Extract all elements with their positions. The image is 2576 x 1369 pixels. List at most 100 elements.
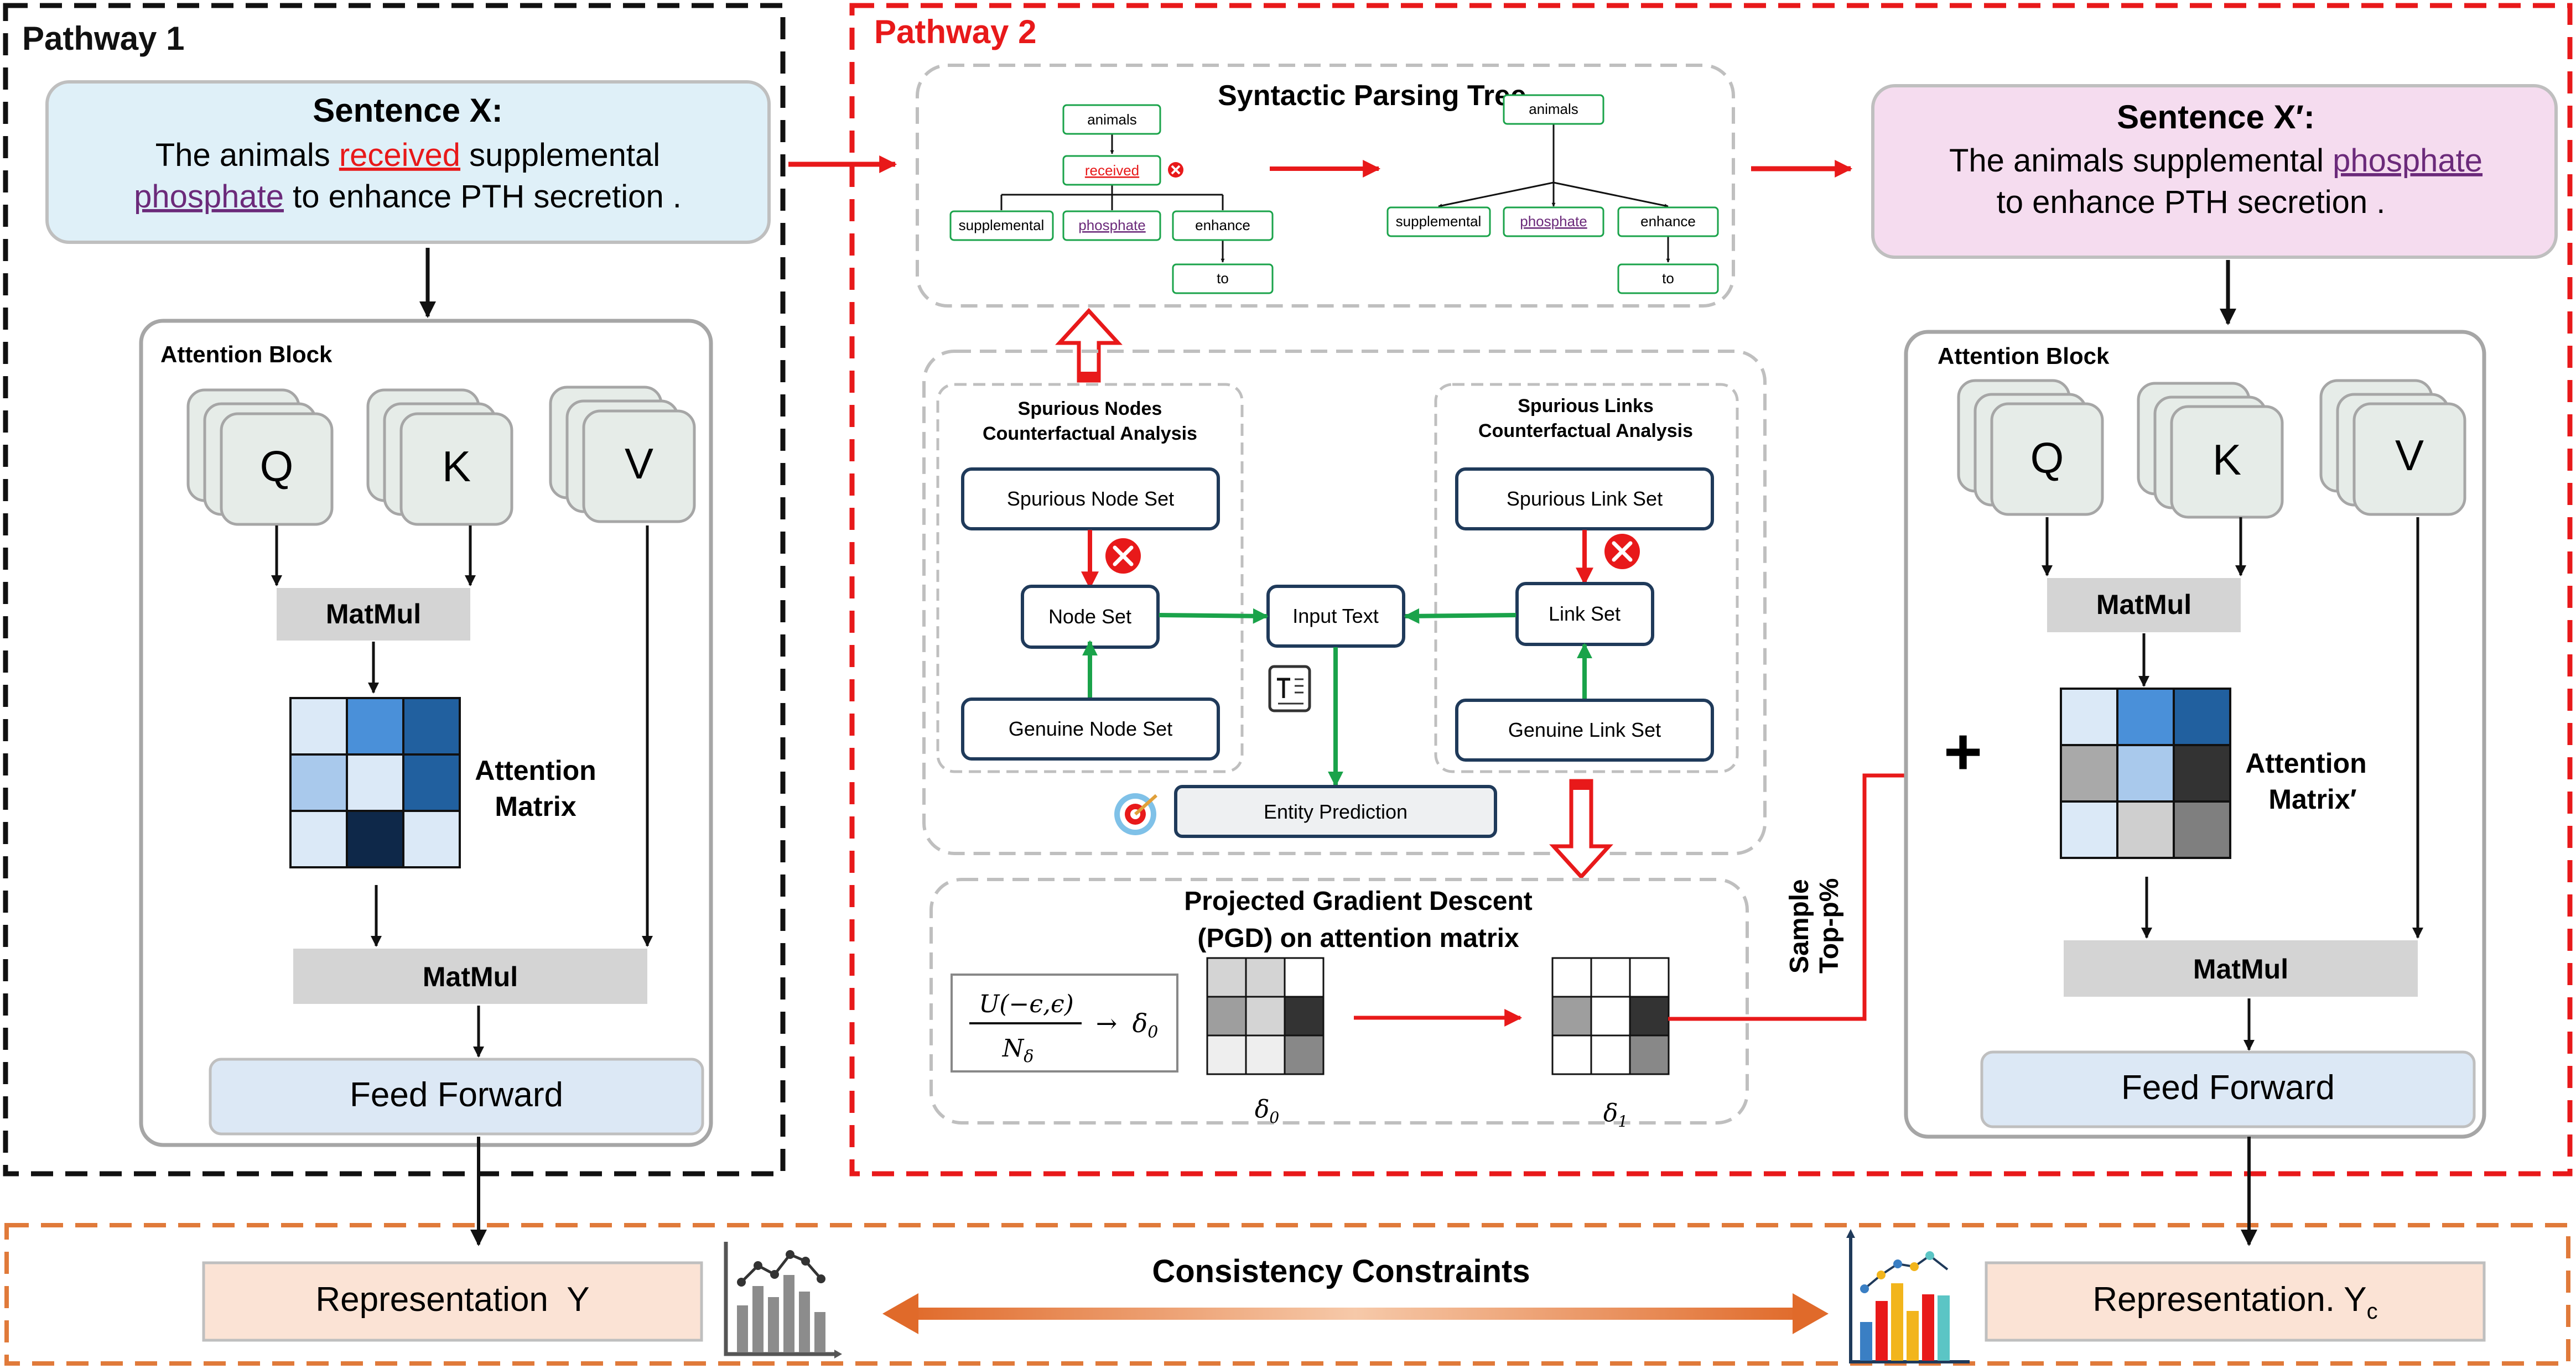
bottom-frame — [4, 1223, 2570, 1366]
delta1grid-cell — [1590, 996, 1631, 1037]
attention-matrix-2-label-1: Attention — [2245, 748, 2366, 779]
q-stack-2: Q — [1957, 379, 2104, 516]
hollow-arrow-up — [1055, 308, 1123, 383]
remove-icon-node — [1105, 538, 1141, 574]
tree-right-node-to — [1617, 263, 1719, 294]
spurious-node-set-box — [961, 467, 1220, 530]
matrix1-cell — [402, 697, 461, 756]
tree-title: Syntactic Parsing Tree — [1218, 80, 1526, 112]
sentence-xprime-title: Sentence X′: — [2117, 98, 2315, 136]
matrix2-cell — [2116, 800, 2175, 859]
svg-text:Spurious Node Set: Spurious Node Set — [1007, 487, 1174, 510]
delta1grid-cell — [1551, 957, 1592, 998]
delta0grid-cell — [1245, 996, 1286, 1037]
tree-right-node-enhance — [1617, 206, 1719, 237]
svg-text:K: K — [2213, 435, 2241, 484]
v-stack-1: V — [549, 386, 696, 523]
matrix2-cell — [2060, 800, 2118, 859]
svg-text:phosphate: phosphate — [1520, 213, 1587, 230]
delta0grid-cell — [1284, 1034, 1325, 1075]
sentence-xprime-line1: The animals supplemental phosphate — [1949, 143, 2482, 179]
double-arrow — [882, 1293, 1829, 1334]
svg-text:V: V — [2395, 431, 2424, 480]
attention-matrix-1-label-1: Attention — [475, 755, 596, 786]
svg-text:Genuine Link Set: Genuine Link Set — [1508, 719, 1661, 741]
attention-block-2-title: Attention Block — [1938, 343, 2110, 369]
delta1grid-cell — [1551, 996, 1592, 1037]
formula-arrow: → — [1096, 1008, 1118, 1038]
tree-left-node-supplemental — [949, 210, 1054, 241]
hollow-arrow-down-bar — [1571, 781, 1591, 790]
svg-text:Entity Prediction: Entity Prediction — [1264, 800, 1408, 823]
spurious-links-title-1: Spurious Links — [1518, 395, 1654, 417]
delta1grid-cell — [1629, 1034, 1670, 1075]
formula-denominator: Nδ — [1002, 1034, 1034, 1066]
representation-yc-label: Representation. Yc — [2092, 1280, 2377, 1324]
matmul-1-box — [277, 588, 470, 641]
matrix1-cell — [346, 810, 404, 868]
matrix2-cell — [2116, 744, 2175, 803]
matmul-3-box — [2047, 578, 2241, 632]
delta1grid-cell — [1590, 1034, 1631, 1075]
received-node-label: received — [1085, 162, 1139, 179]
spurious-links-panel — [1434, 383, 1739, 773]
matrix1-cell — [402, 753, 461, 812]
svg-text:animals: animals — [1087, 111, 1137, 128]
matrix1-cell — [289, 697, 348, 756]
v-stack-2: V — [2319, 379, 2466, 516]
delta0-matrix — [1206, 957, 1325, 1075]
matrix1-cell — [289, 753, 348, 812]
green-arrow-node-to-input — [1159, 608, 1269, 624]
sentence-x-box — [45, 80, 771, 244]
genuine-node-set-box — [961, 697, 1220, 761]
matrix2-cell — [2173, 800, 2231, 859]
tree-right-node-animals — [1503, 94, 1604, 125]
delta1grid-cell — [1629, 957, 1670, 998]
counterfactual-panel — [922, 350, 1767, 855]
spurious-link-set-box — [1455, 467, 1714, 530]
k-stack-1: K — [366, 388, 513, 526]
matrix1-cell — [289, 810, 348, 868]
spurious-nodes-title-1: Spurious Nodes — [1018, 398, 1162, 419]
matmul-1-label: MatMul — [326, 598, 421, 629]
remove-icon-link — [1604, 534, 1640, 569]
plus-sign: + — [1944, 715, 1982, 789]
formula-result: δ0 — [1133, 1008, 1159, 1042]
q-stack-1: Q — [186, 388, 334, 526]
feed-forward-1-box — [209, 1058, 704, 1136]
attention-matrix-2-label-2: Matrix′ — [2268, 784, 2356, 815]
feed-forward-2-label: Feed Forward — [2121, 1069, 2335, 1107]
formula-numerator: U(−ϵ,ϵ) — [979, 990, 1074, 1018]
pathway1-frame — [3, 3, 786, 1177]
svg-text:V: V — [625, 439, 653, 488]
delta1grid-cell — [1590, 957, 1631, 998]
attention-matrix-1 — [289, 697, 461, 868]
svg-text:Q: Q — [2030, 434, 2064, 482]
svg-text:enhance: enhance — [1195, 217, 1250, 233]
received-word: received — [339, 137, 460, 173]
tree-left-node-enhance — [1172, 210, 1274, 241]
matrix2-cell — [2060, 744, 2118, 803]
delta0grid-cell — [1206, 996, 1247, 1037]
svg-text:Genuine Node Set: Genuine Node Set — [1009, 717, 1172, 740]
hollow-arrow-up-bar — [1079, 372, 1099, 381]
representation-y-label: Representation Y — [315, 1280, 589, 1319]
tree-panel — [916, 64, 1735, 308]
phosphate-word: phosphate — [134, 179, 284, 215]
matmul-4-box — [2064, 940, 2418, 997]
matrix1-cell — [346, 753, 404, 812]
delta0grid-cell — [1206, 957, 1247, 998]
sentence-x-line1: The animals received supplemental — [155, 137, 660, 173]
matmul-3-label: MatMul — [2096, 589, 2191, 620]
matmul-2-box — [293, 949, 647, 1004]
delta0grid-cell — [1206, 1034, 1247, 1075]
green-arrow-link-to-input — [1404, 608, 1516, 624]
hollow-arrow-down — [1549, 779, 1613, 880]
delta1-label: δ1 — [1603, 1099, 1628, 1131]
sentence-xprime-line2: to enhance PTH secretion . — [1997, 184, 2386, 220]
tree-left-node-received — [1062, 155, 1161, 186]
svg-text:Link Set: Link Set — [1549, 602, 1621, 625]
entity-prediction-box — [1174, 785, 1497, 838]
delta0-label: δ0 — [1255, 1095, 1279, 1127]
